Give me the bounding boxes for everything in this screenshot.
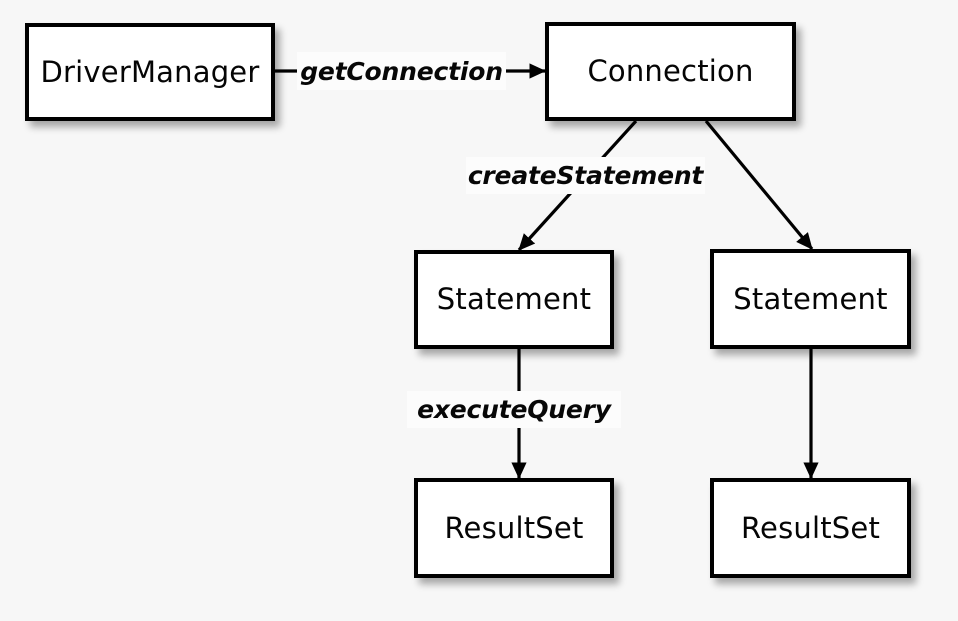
node-statement-left-label: Statement <box>436 282 592 316</box>
edge-label-executequery-text: executeQuery <box>417 395 611 424</box>
node-drivermanager[interactable]: DriverManager <box>25 23 275 121</box>
node-drivermanager-label: DriverManager <box>40 54 260 89</box>
node-connection[interactable]: Connection <box>545 22 796 121</box>
node-statement-left[interactable]: Statement <box>414 250 614 349</box>
edge-label-getconnection: getConnection <box>297 52 506 90</box>
node-statement-right[interactable]: Statement <box>710 249 911 349</box>
node-connection-label: Connection <box>587 54 754 88</box>
edge-label-createstatement: createStatement <box>466 157 705 194</box>
node-resultset-right[interactable]: ResultSet <box>710 478 911 578</box>
node-statement-right-label: Statement <box>733 281 888 316</box>
node-resultset-left-label: ResultSet <box>444 510 584 545</box>
edge-createstatement-right <box>704 119 814 251</box>
node-resultset-left[interactable]: ResultSet <box>414 478 614 578</box>
edge-label-executequery: executeQuery <box>407 391 621 428</box>
edge-label-createstatement-text: createStatement <box>467 161 704 190</box>
edge-label-getconnection-text: getConnection <box>300 56 503 86</box>
node-resultset-right-label: ResultSet <box>740 510 881 545</box>
